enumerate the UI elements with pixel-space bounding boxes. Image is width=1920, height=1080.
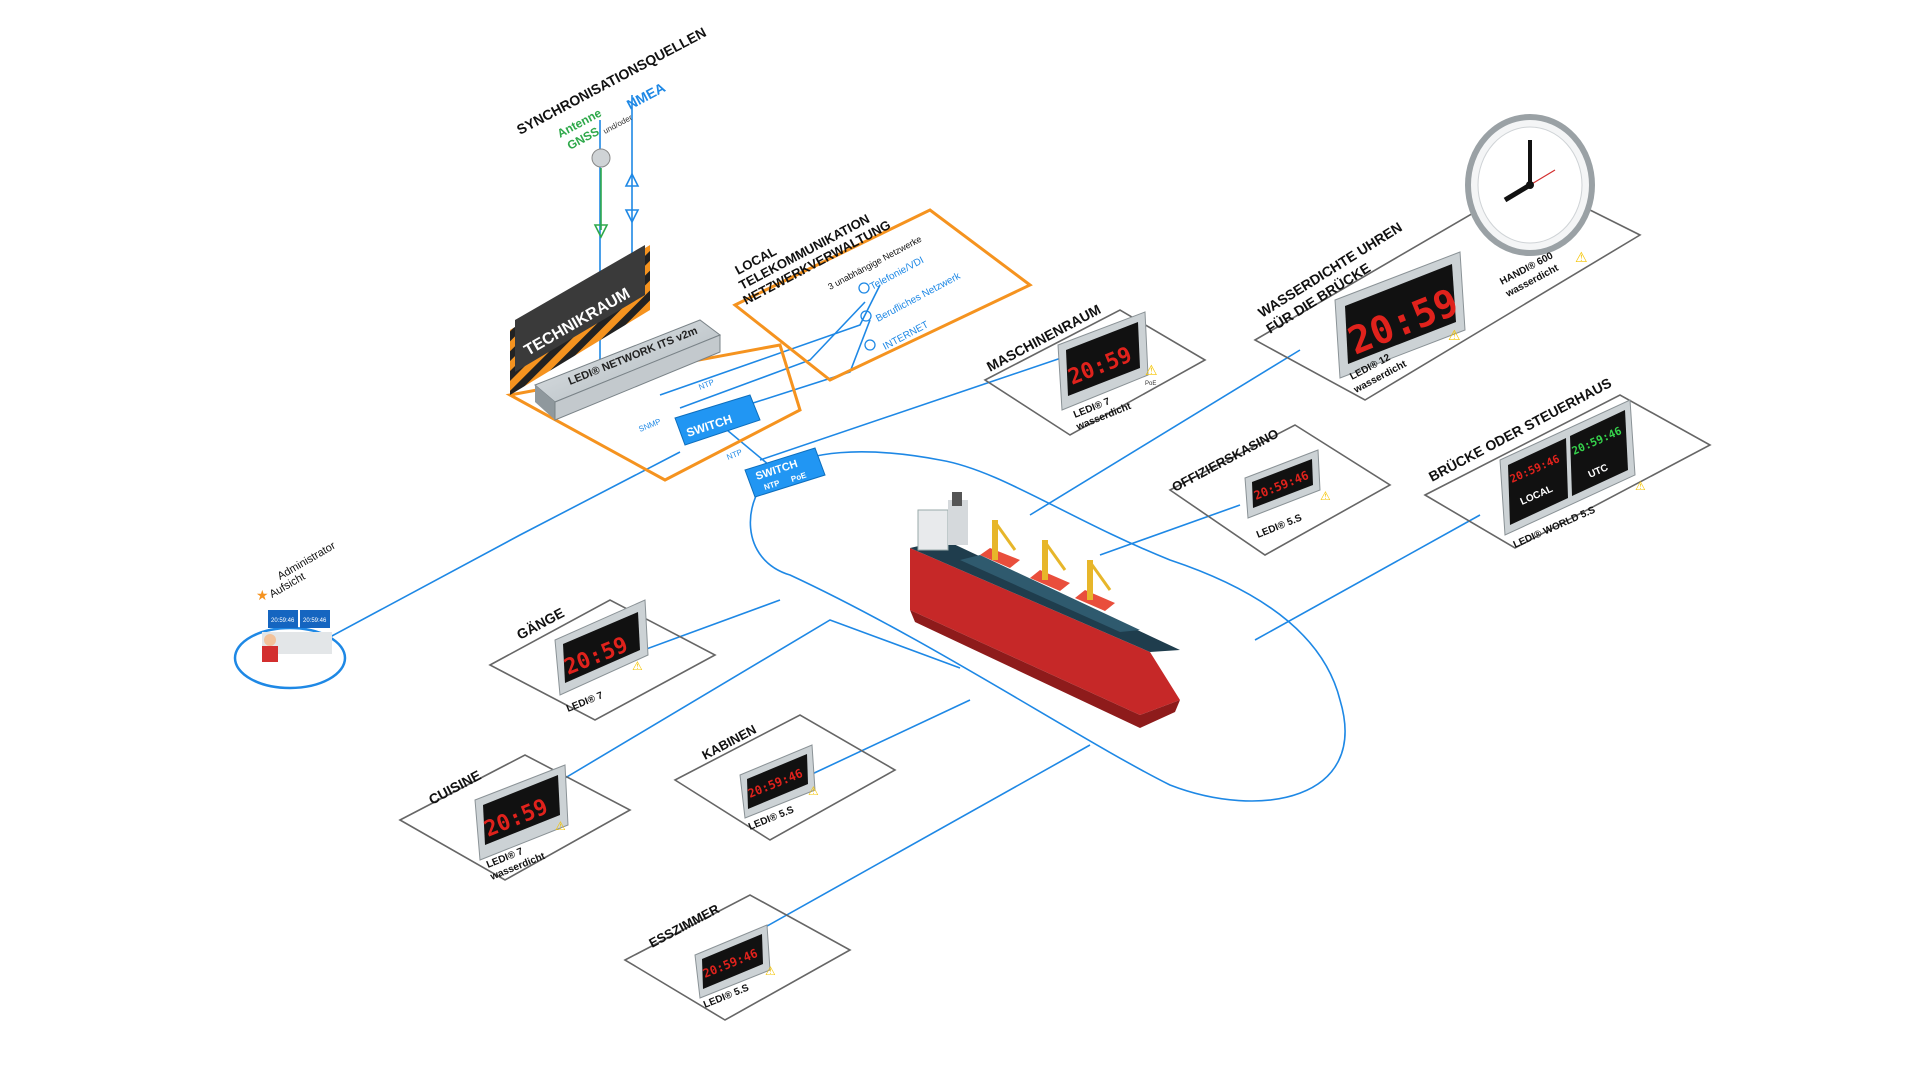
zone-wasserdichte-uhren: WASSERDICHTE UHREN FÜR DIE BRÜCKE 20:59 … bbox=[1253, 114, 1642, 401]
zone-title: KABINEN bbox=[699, 722, 758, 763]
admin-label-1: Administrator bbox=[276, 540, 338, 583]
model-label: LEDI® 7 bbox=[565, 690, 605, 715]
ntp-label-1: NTP bbox=[697, 378, 715, 392]
sync-title: SYNCHRONISATIONSQUELLEN bbox=[514, 24, 709, 138]
ntp-label-2: NTP bbox=[725, 448, 743, 462]
connector-label: und/oder bbox=[602, 113, 634, 136]
sync-sources: SYNCHRONISATIONSQUELLEN Antenne GNSS und… bbox=[514, 24, 709, 239]
cloud-icon bbox=[864, 339, 876, 351]
zone-cuisine: CUISINE 20:59 LEDI® 7 wasserdicht ⚠ bbox=[398, 754, 632, 883]
warning-icon: ⚠ bbox=[1635, 479, 1646, 493]
phone-icon bbox=[858, 282, 870, 294]
admin-screen-1: 20:59:46 bbox=[271, 618, 295, 624]
nmea-arrow-down-icon bbox=[624, 209, 640, 224]
warning-icon: ⚠ bbox=[1145, 362, 1158, 378]
switch-1 bbox=[674, 394, 761, 446]
warning-icon: ⚠ bbox=[765, 964, 776, 978]
warning-icon: ⚠ bbox=[632, 659, 643, 673]
person-icon bbox=[264, 634, 276, 646]
network-icon bbox=[860, 310, 872, 322]
warning-icon-2: ⚠ bbox=[1575, 249, 1588, 265]
zone-title: ESSZIMMER bbox=[646, 901, 722, 951]
zone-gaenge: GÄNGE 20:59 LEDI® 7 ⚠ bbox=[488, 599, 717, 721]
star-icon: ★ bbox=[256, 587, 269, 603]
snmp-label: SNMP bbox=[637, 417, 662, 434]
nmea-label: NMEA bbox=[624, 79, 668, 112]
zone-kabinen: KABINEN 20:59:46 LEDI® 5.S ⚠ bbox=[673, 714, 897, 841]
antenna-dome-icon bbox=[591, 148, 611, 168]
warning-icon: ⚠ bbox=[1448, 327, 1461, 343]
admin-screen-2: 20:59:46 bbox=[303, 618, 327, 624]
zone-esszimmer: ESSZIMMER 20:59:46 LEDI® 5.S ⚠ bbox=[623, 894, 852, 1021]
administrator: 20:59:46 20:59:46 ★ Administrator Aufsic… bbox=[233, 540, 347, 690]
gnss-arrow-icon bbox=[593, 224, 609, 239]
cargo-ship bbox=[910, 492, 1180, 728]
zone-offizierskasino: OFFIZIERSKASINO 20:59:46 LEDI® 5.S ⚠ bbox=[1168, 424, 1392, 556]
ship-zone-outline bbox=[749, 451, 1346, 802]
warning-icon: ⚠ bbox=[1320, 489, 1331, 503]
zone-maschinenraum: MASCHINENRAUM 20:59 LEDI® 7 wasserdicht … bbox=[983, 301, 1207, 436]
zone-bruecke: BRÜCKE ODER STEUERHAUS 20:59:46 20:59:46… bbox=[1423, 374, 1712, 551]
switch-2 bbox=[744, 447, 826, 498]
nmea-arrow-up-icon bbox=[624, 172, 640, 187]
warning-icon: ⚠ bbox=[555, 819, 566, 833]
warning-icon: ⚠ bbox=[808, 784, 819, 798]
poe-mark: PoE bbox=[1145, 381, 1156, 387]
